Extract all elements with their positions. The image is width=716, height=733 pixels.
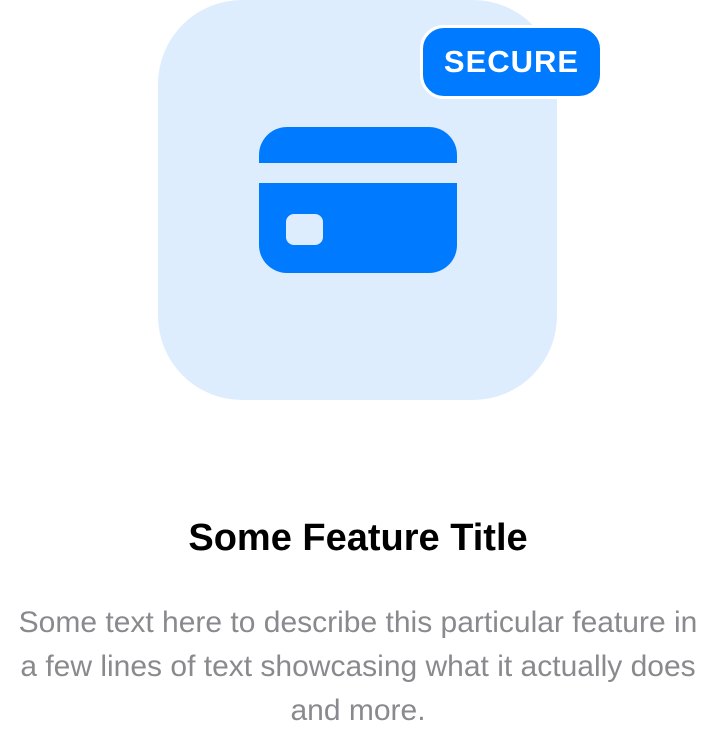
feature-title: Some Feature Title: [188, 517, 528, 559]
credit-card-icon: [259, 127, 457, 273]
feature-description: Some text here to describe this particul…: [18, 606, 698, 727]
secure-badge: SECURE: [420, 25, 603, 99]
